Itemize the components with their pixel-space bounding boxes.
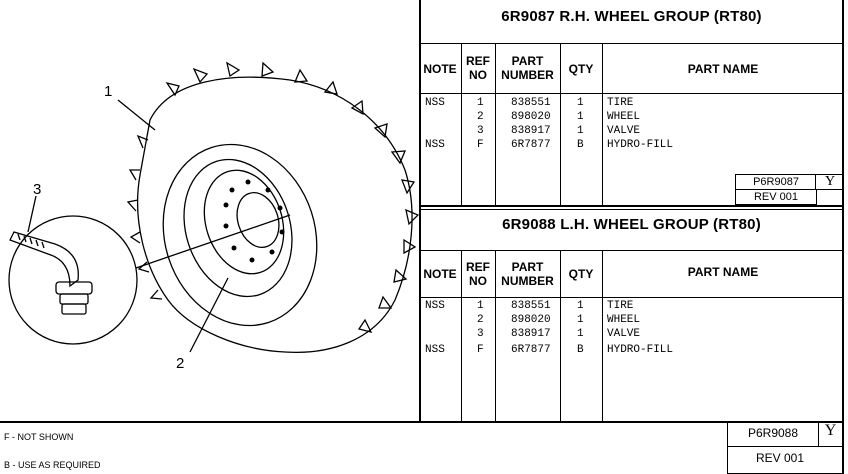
callout-2: 2 [176, 355, 184, 372]
frame-divider [419, 0, 421, 422]
tire-outline [137, 76, 413, 354]
col-note: NOTE [423, 267, 457, 281]
wheel-drawing: 1 3 2 [8, 61, 419, 372]
footer-mark: Y [824, 422, 837, 439]
footnote-b: B - USE AS REQUIRED [4, 460, 101, 470]
callout-3: 3 [33, 181, 41, 198]
page-id: P6R9087 [753, 176, 799, 188]
group-title: 6R9087 R.H. WHEEL GROUP (RT80) [501, 8, 762, 25]
footer-page-id: P6R9088 [747, 426, 799, 440]
frame-right [842, 0, 844, 474]
rev-label: REV 001 [753, 191, 799, 203]
footer-rev: REV 001 [755, 451, 805, 465]
wheel-rim [183, 158, 293, 298]
mark: Y [824, 174, 836, 189]
valve-stem [9, 231, 79, 288]
footnote-f: F - NOT SHOWN [4, 432, 74, 442]
valve-detail-circle [8, 215, 138, 345]
row-note: NSS [425, 97, 445, 109]
group-title: 6R9088 L.H. WHEEL GROUP (RT80) [502, 216, 761, 233]
frame-bottom-rule [0, 421, 844, 423]
col-note: NOTE [423, 62, 457, 76]
col-qty: QTY [568, 267, 594, 281]
wheel-illustration: 1 3 2 [0, 0, 419, 422]
callout-1: 1 [104, 83, 112, 100]
col-part-name: PART NAME [687, 62, 759, 76]
col-part-name: PART NAME [687, 265, 759, 279]
col-qty: QTY [568, 62, 594, 76]
